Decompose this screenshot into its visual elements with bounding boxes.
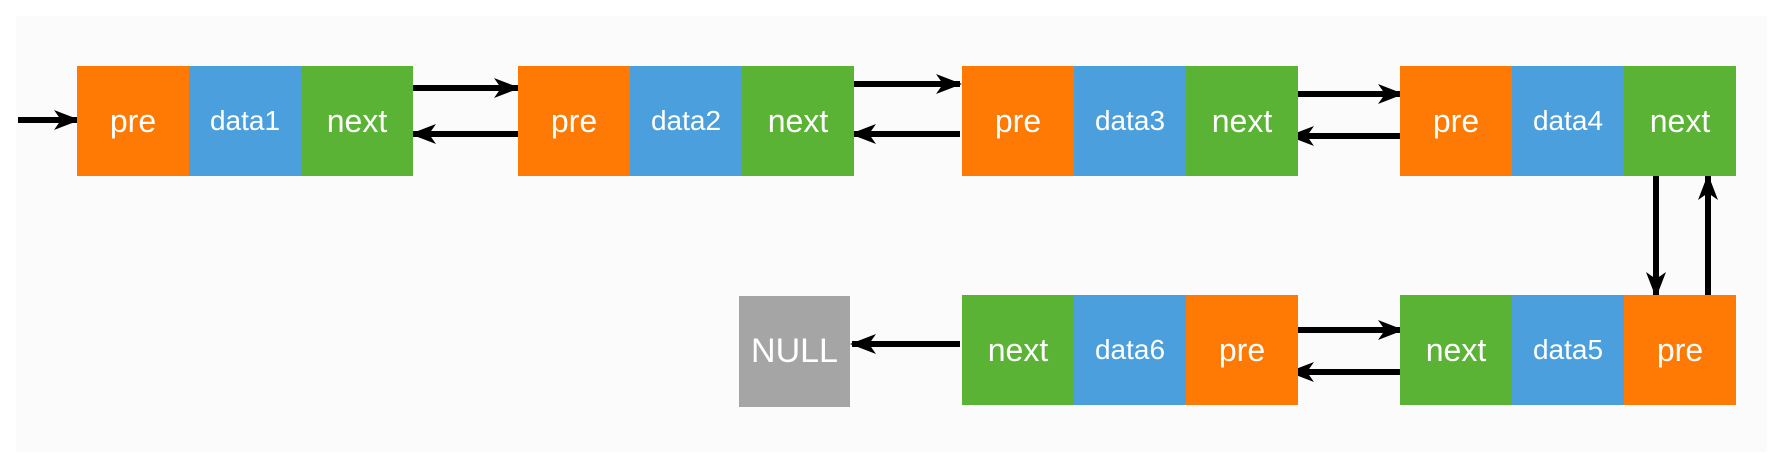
pre-field: pre [1186, 295, 1298, 405]
data-field: data6 [1074, 295, 1186, 405]
data-field: data4 [1512, 66, 1624, 176]
pre-field: pre [77, 66, 189, 176]
list-node-6: next data6 pre [962, 295, 1298, 405]
list-node-4: pre data4 next [1400, 66, 1736, 176]
pre-field: pre [962, 66, 1074, 176]
data-field: data1 [189, 66, 301, 176]
pre-field: pre [1624, 295, 1736, 405]
list-node-1: pre data1 next [77, 66, 413, 176]
next-field: next [1624, 66, 1736, 176]
pre-field: pre [518, 66, 630, 176]
list-node-2: pre data2 next [518, 66, 854, 176]
list-node-5: next data5 pre [1400, 295, 1736, 405]
list-node-3: pre data3 next [962, 66, 1298, 176]
data-field: data5 [1512, 295, 1624, 405]
null-terminator: NULL [739, 296, 850, 407]
data-field: data3 [1074, 66, 1186, 176]
next-field: next [301, 66, 413, 176]
pre-field: pre [1400, 66, 1512, 176]
next-field: next [1400, 295, 1512, 405]
next-field: next [962, 295, 1074, 405]
next-field: next [742, 66, 854, 176]
next-field: next [1186, 66, 1298, 176]
data-field: data2 [630, 66, 742, 176]
